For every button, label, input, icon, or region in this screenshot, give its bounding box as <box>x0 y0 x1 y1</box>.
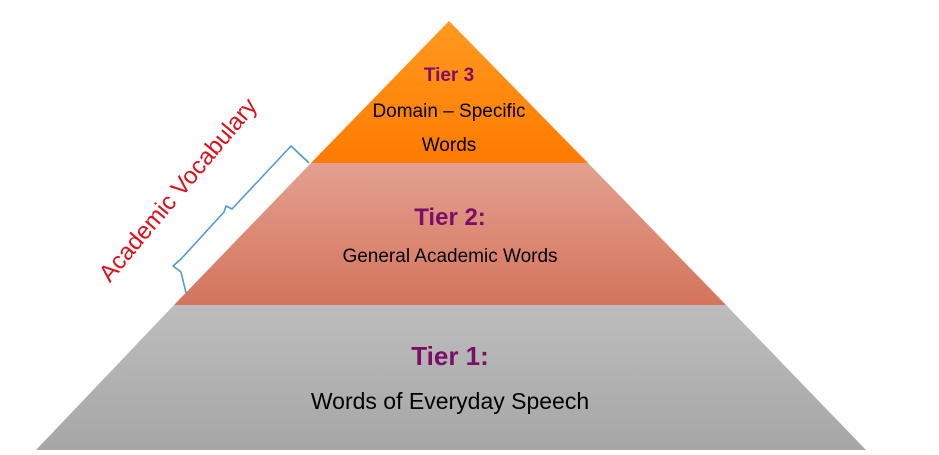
tier2-title: Tier 2: <box>414 204 486 231</box>
tier1-title: Tier 1: <box>411 341 489 371</box>
tier3-line2: Words <box>422 135 477 156</box>
tier1-line1: Words of Everyday Speech <box>311 388 589 414</box>
tier3-title: Tier 3 <box>424 65 474 86</box>
tier3-band <box>311 21 588 163</box>
tier3-line1: Domain – Specific <box>372 101 525 122</box>
academic-vocabulary-bracket <box>172 145 310 294</box>
tier1-band <box>36 305 866 450</box>
tier2-band <box>174 163 726 305</box>
tier2-line1: General Academic Words <box>342 246 557 267</box>
